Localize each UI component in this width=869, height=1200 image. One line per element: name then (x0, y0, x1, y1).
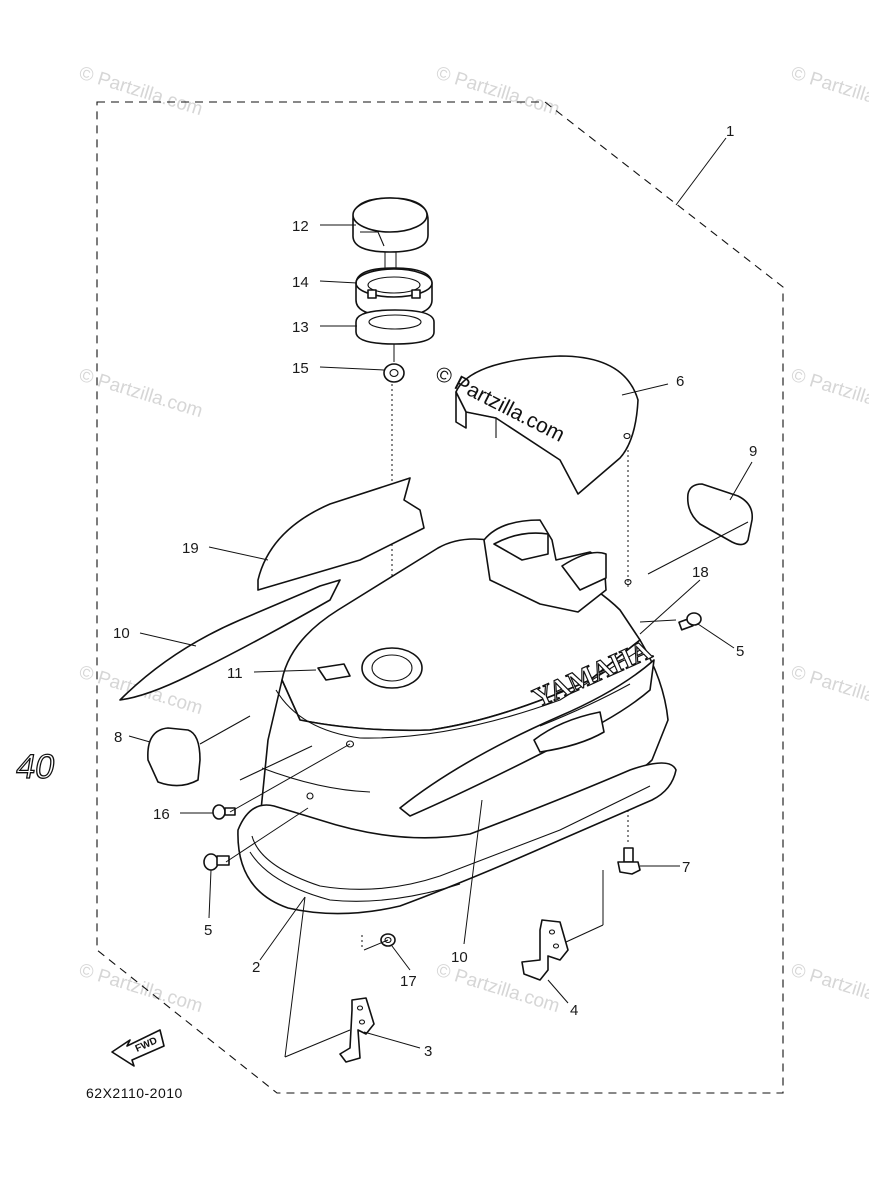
callout-6: 6 (676, 373, 684, 390)
assembly-boundary (96, 101, 784, 1094)
part-16-screw[interactable] (212, 804, 236, 820)
callout-12: 12 (292, 218, 309, 235)
part-14-grommet[interactable] (355, 267, 433, 317)
callout-1: 1 (726, 123, 734, 140)
watermark: © Partzilla.com (789, 365, 869, 423)
badge-number: 40 (13, 748, 57, 786)
callout-18: 18 (692, 564, 709, 581)
callout-4: 4 (570, 1002, 578, 1019)
callout-2: 2 (252, 959, 260, 976)
part-12-cap[interactable] (352, 197, 429, 278)
part-10-stripe-left[interactable] (119, 579, 341, 701)
part-13-spacer[interactable] (355, 309, 435, 345)
part-8-badge[interactable]: 40 (13, 727, 201, 787)
watermark: © Partzilla.com (77, 960, 206, 1018)
leader-lines (128, 137, 753, 1058)
part-4-hook[interactable] (521, 919, 569, 981)
part-15-ring[interactable] (383, 344, 405, 383)
callout-9: 9 (749, 443, 757, 460)
part-11-label[interactable] (317, 663, 351, 681)
part-2-seal[interactable] (237, 762, 677, 915)
callout-10-left: 10 (113, 625, 130, 642)
fwd-arrow-icon: FWD (111, 1029, 165, 1067)
part-7-bolt[interactable] (617, 847, 641, 875)
part-1-top-cowling[interactable] (199, 519, 669, 863)
part-3-hook[interactable] (339, 997, 375, 1063)
callout-13: 13 (292, 319, 309, 336)
watermark: © Partzilla.com (789, 960, 869, 1018)
part-6-top-cover[interactable] (455, 355, 639, 495)
callout-16: 16 (153, 806, 170, 823)
callout-labels: 1 2 3 4 5 5 6 7 8 9 10 10 11 12 13 14 15… (113, 123, 757, 1060)
watermark: © Partzilla.com (434, 63, 563, 121)
watermark: © Partzilla.com (789, 662, 869, 720)
callout-3: 3 (424, 1043, 432, 1060)
callout-8: 8 (114, 729, 122, 746)
watermark: © Partzilla.com (77, 63, 206, 121)
part-5-screw-left[interactable] (203, 853, 230, 871)
callout-14: 14 (292, 274, 309, 291)
callout-11: 11 (227, 665, 243, 682)
callout-10-bottom: 10 (451, 949, 468, 966)
callout-17: 17 (400, 973, 417, 990)
callout-15: 15 (292, 360, 309, 377)
part-5-screw-right[interactable] (678, 612, 702, 631)
part-9-label[interactable] (686, 483, 754, 546)
watermark: © Partzilla.com (789, 63, 869, 121)
watermark: © Partzilla.com (77, 365, 206, 423)
callout-5-left: 5 (204, 922, 212, 939)
diagram-part-code: 62X2110-2010 (86, 1085, 183, 1101)
callout-7: 7 (682, 859, 690, 876)
callout-19: 19 (182, 540, 199, 557)
callout-5-right: 5 (736, 643, 744, 660)
